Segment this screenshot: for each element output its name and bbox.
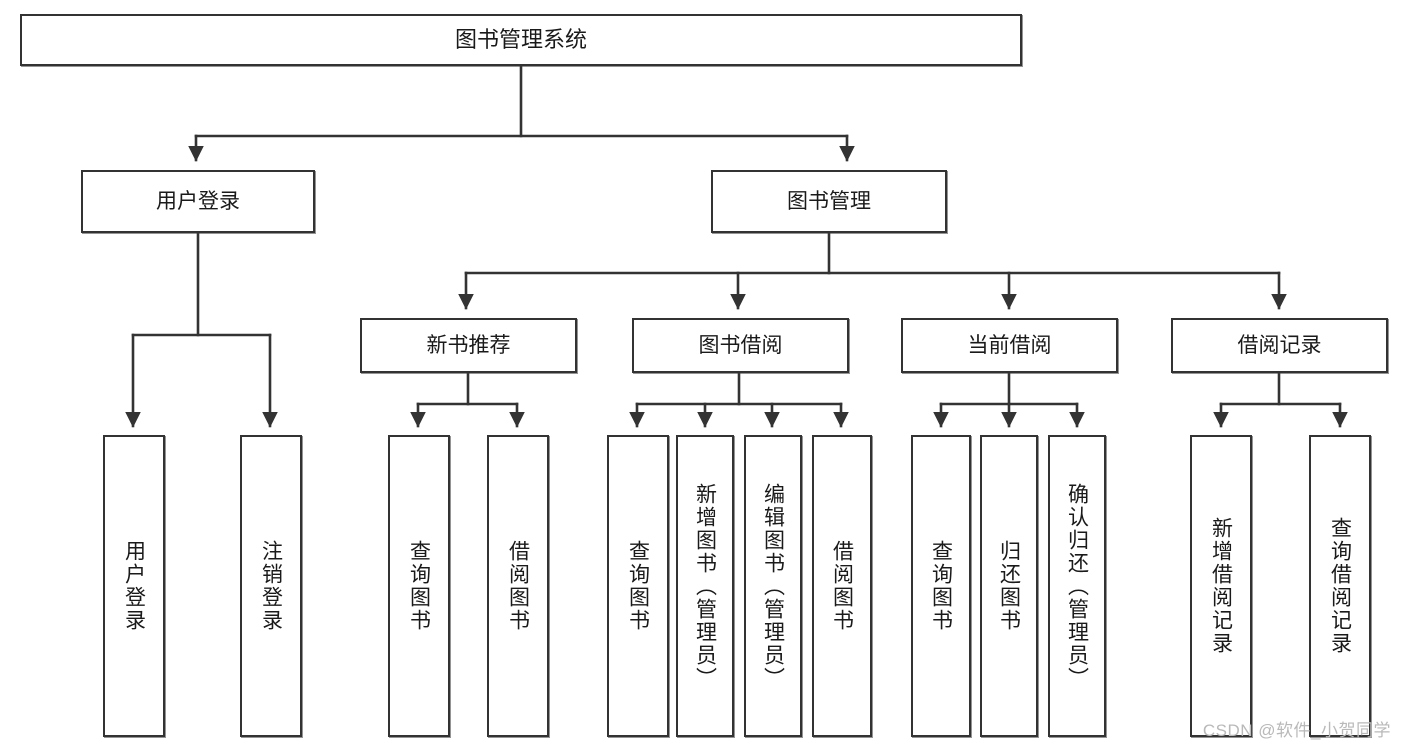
node-label: 新增借阅记录 xyxy=(1209,517,1233,655)
node-new-book-recommend[interactable]: 新书推荐 xyxy=(360,318,577,373)
node-current-borrow[interactable]: 当前借阅 xyxy=(901,318,1118,373)
node-label: 确认归还（管理员） xyxy=(1065,482,1089,690)
node-label: 借阅图书 xyxy=(506,540,530,632)
leaf-query-books-borrow[interactable]: 查询图书 xyxy=(607,435,669,737)
node-label: 图书管理系统 xyxy=(454,26,587,52)
node-book-borrow[interactable]: 图书借阅 xyxy=(632,318,849,373)
node-label: 编辑图书（管理员） xyxy=(761,482,785,690)
leaf-borrow-books-borrow[interactable]: 借阅图书 xyxy=(812,435,872,737)
node-label: 注销登录 xyxy=(259,540,283,632)
leaf-user-login[interactable]: 用户登录 xyxy=(103,435,165,737)
leaf-add-borrow-record[interactable]: 新增借阅记录 xyxy=(1190,435,1252,737)
leaf-query-books-current[interactable]: 查询图书 xyxy=(911,435,971,737)
node-label: 新书推荐 xyxy=(426,333,511,357)
leaf-query-borrow-record[interactable]: 查询借阅记录 xyxy=(1309,435,1371,737)
node-label: 用户登录 xyxy=(156,189,240,213)
leaf-logout[interactable]: 注销登录 xyxy=(240,435,302,737)
node-label: 查询图书 xyxy=(929,540,953,632)
leaf-add-book-admin[interactable]: 新增图书（管理员） xyxy=(676,435,734,737)
node-label: 当前借阅 xyxy=(967,333,1052,357)
node-label: 新增图书（管理员） xyxy=(693,482,717,690)
node-label: 查询图书 xyxy=(626,540,650,632)
node-label: 查询图书 xyxy=(407,540,431,632)
node-label: 图书管理 xyxy=(787,189,871,213)
leaf-query-books-recommend[interactable]: 查询图书 xyxy=(388,435,450,737)
node-root-library-system[interactable]: 图书管理系统 xyxy=(20,14,1022,66)
node-label: 借阅图书 xyxy=(830,540,854,632)
leaf-borrow-books-recommend[interactable]: 借阅图书 xyxy=(487,435,549,737)
node-book-management[interactable]: 图书管理 xyxy=(711,170,947,233)
node-label: 借阅记录 xyxy=(1237,333,1322,357)
node-label: 查询借阅记录 xyxy=(1328,517,1352,655)
node-user-login[interactable]: 用户登录 xyxy=(81,170,315,233)
node-label: 用户登录 xyxy=(122,540,146,632)
leaf-edit-book-admin[interactable]: 编辑图书（管理员） xyxy=(744,435,802,737)
node-label: 归还图书 xyxy=(997,540,1021,632)
leaf-return-books[interactable]: 归还图书 xyxy=(980,435,1038,737)
node-borrow-records[interactable]: 借阅记录 xyxy=(1171,318,1388,373)
node-label: 图书借阅 xyxy=(698,333,783,357)
leaf-confirm-return-admin[interactable]: 确认归还（管理员） xyxy=(1048,435,1106,737)
